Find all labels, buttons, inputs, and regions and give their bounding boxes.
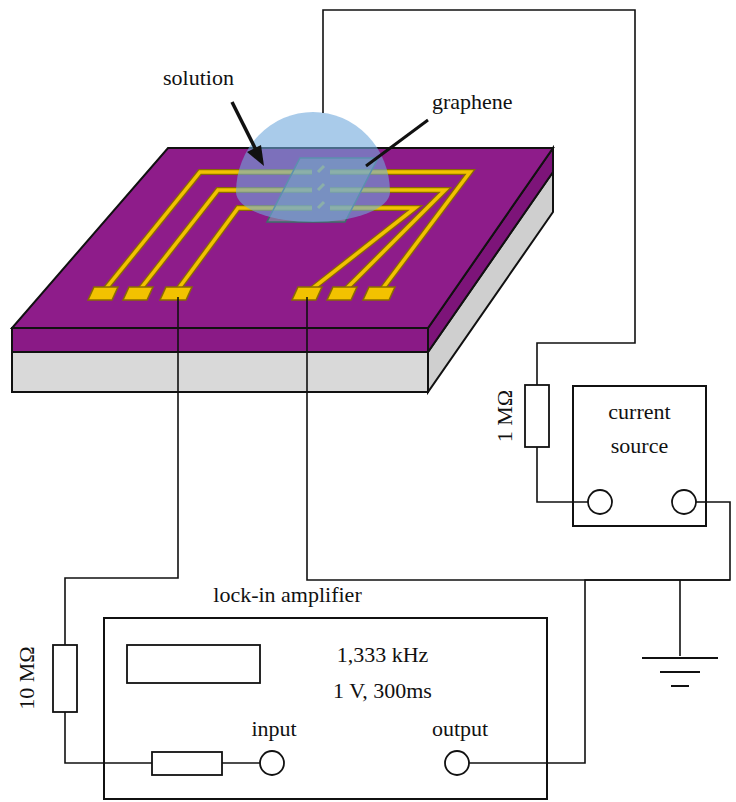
- setting-text: 1,333 kHz: [275, 641, 490, 669]
- contact-pads: [88, 287, 395, 300]
- substrate-front: [12, 352, 428, 392]
- display-window: [127, 645, 260, 683]
- leader-line: [366, 120, 428, 166]
- resistor-value: 1 MΩ: [491, 390, 519, 442]
- arrowhead: [247, 145, 264, 166]
- terminal-circle: [588, 490, 612, 514]
- resistor-value: 10 MΩ: [13, 646, 41, 709]
- leader-arrow: [232, 102, 256, 150]
- resistor-symbol: [525, 385, 549, 447]
- wires: [65, 10, 730, 763]
- instrument-box: lock-in amplifier1,333 kHz1 V, 300msinpu…: [103, 617, 548, 800]
- callout-label: graphene: [432, 88, 513, 116]
- instrument-title: lock-in amplifier: [105, 581, 470, 609]
- oxide-front: [12, 328, 428, 352]
- source-box: current source: [572, 385, 707, 527]
- terminal-circle: [672, 490, 696, 514]
- callout-label: solution: [163, 64, 234, 92]
- terminal-circle: [260, 751, 284, 775]
- source-label: current source: [580, 395, 699, 463]
- wire-connector: [548, 502, 730, 763]
- resistor-symbol: [53, 645, 77, 712]
- terminal-circle: [445, 751, 469, 775]
- wire-line: [548, 502, 730, 763]
- setting-text: 1 V, 300ms: [275, 677, 490, 705]
- terminal-label: input: [227, 715, 321, 743]
- input-resistor: [152, 752, 222, 775]
- terminal-label: output: [405, 715, 515, 743]
